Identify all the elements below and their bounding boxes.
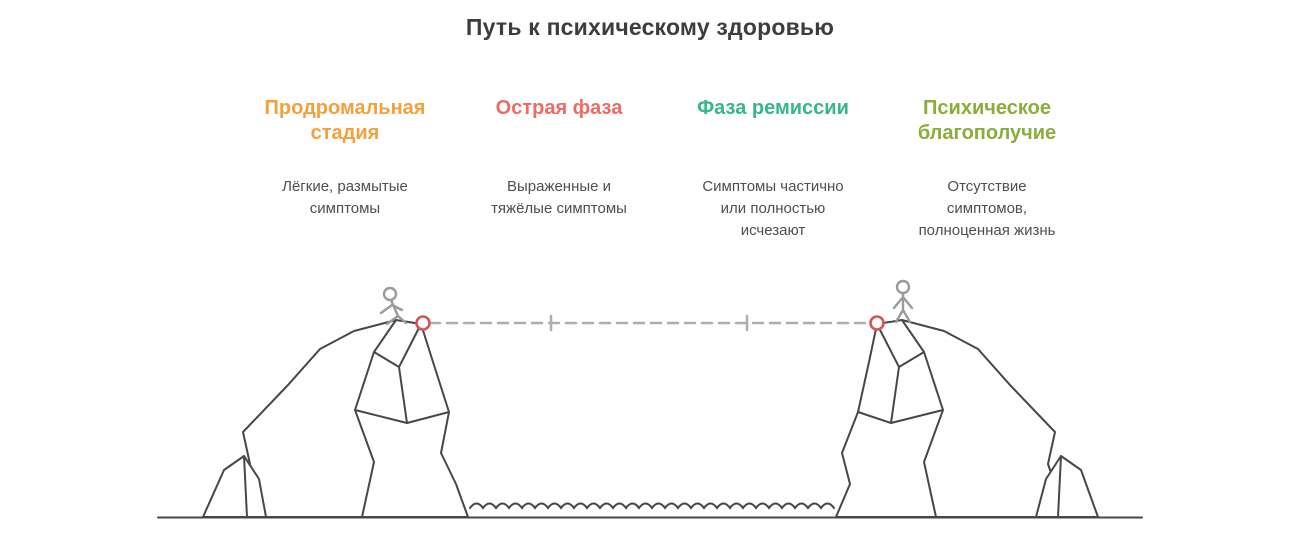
tightrope [428,314,872,332]
walking-person-icon [379,286,408,326]
right-cliff-facets [857,319,944,518]
page-title: Путь к психическому здоровью [465,14,835,40]
rope-anchors [415,315,885,331]
right-rock-facet [1057,455,1062,518]
stage-remission: Фаза ремиссии Симптомы частично или полн… [668,96,878,241]
left-rock-facet [243,455,248,518]
rope-anchor-right [869,315,885,331]
stage-acute: Острая фаза Выраженные и тяжёлые симптом… [454,96,664,241]
stage-label: Острая фаза [495,97,623,119]
stage-wellbeing: Психическое благополучие Отсутствие симп… [882,96,1092,241]
stage-description: Выраженные и тяжёлые симптомы [491,178,627,217]
rope-anchor-left [415,315,431,331]
stage-label: Психическое благополучие [917,97,1057,144]
left-cliff-facets [354,319,450,518]
stage-columns: Продромальная стадия Лёгкие, размытые си… [240,96,1092,241]
stage-label: Фаза ремиссии [697,97,849,119]
stage-description: Отсутствие симптомов, полноценная жизнь [918,178,1056,239]
stage-prodromal: Продромальная стадия Лёгкие, размытые си… [240,96,450,241]
left-cliff [231,319,469,518]
right-rock [1035,455,1099,518]
stage-label: Продромальная стадия [264,97,426,144]
stage-description: Симптомы частично или полностью исчезают [702,178,844,239]
left-rock [202,455,267,518]
stage-description: Лёгкие, размытые симптомы [282,178,408,217]
standing-person-icon [892,279,914,324]
water-waves [469,502,835,510]
cliffs [202,319,1099,518]
right-cliff [835,319,1067,518]
stick-figures [379,279,914,326]
